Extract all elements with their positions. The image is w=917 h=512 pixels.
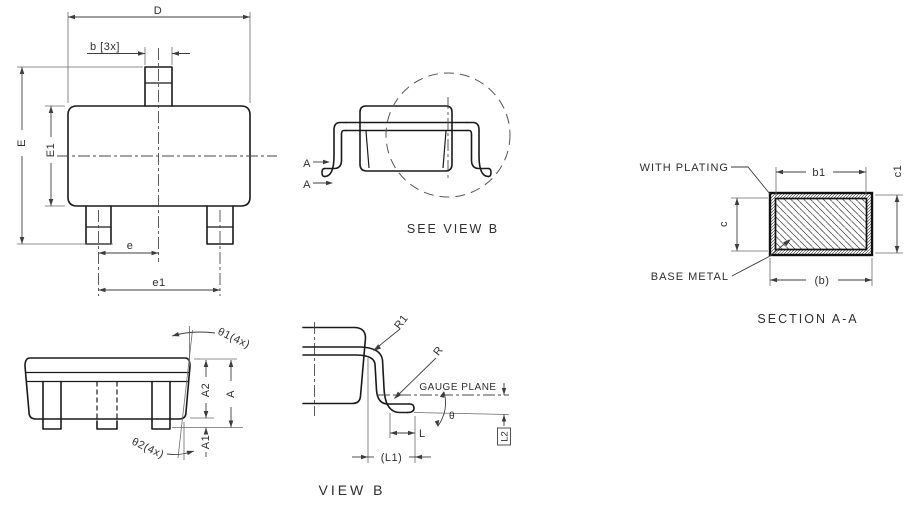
section-aa: b1 c1 c (b) WITH PLATING BASE METAL SECT… — [640, 162, 904, 326]
dim-label-L: L — [419, 428, 426, 440]
see-view-b-caption: SEE VIEW B — [407, 222, 499, 236]
dim-label-b: b [3x] — [90, 41, 120, 53]
dim-label-e1: e1 — [152, 277, 165, 289]
viewb-lead-outer — [302, 346, 409, 414]
viewb-body-fragment — [302, 326, 367, 405]
dim-label-E: E — [16, 139, 28, 147]
view-b: R1 R GAUGE PLANE θ L2 L (L1) VIEW B — [302, 313, 511, 498]
theta-arc — [437, 391, 446, 427]
base-metal-leader — [731, 239, 790, 277]
side-body-draft-right — [442, 130, 447, 169]
section-arrow-label-top: A — [303, 158, 311, 170]
base-metal-section — [774, 197, 868, 251]
front-left-lead — [42, 380, 62, 430]
dim-label-A: A — [225, 390, 237, 398]
view-b-caption: VIEW B — [318, 482, 385, 498]
front-view: θ1(4x) θ2(4x) A2 A A1 — [24, 326, 252, 461]
top-view: D b [3x] E E1 e e1 — [16, 5, 277, 296]
side-body-outline — [359, 105, 453, 172]
dim-label-theta1: θ1(4x) — [216, 326, 252, 351]
dim-label-R: R — [431, 344, 446, 358]
dim-label-L2: L2 — [500, 431, 511, 442]
with-plating-label: WITH PLATING — [640, 162, 729, 174]
dim-label-e: e — [127, 240, 134, 252]
dim-label-theta: θ — [449, 411, 455, 422]
package-body-outline — [67, 105, 251, 207]
side-left-lead-inner — [323, 129, 347, 170]
dim-label-E1: E1 — [45, 143, 57, 157]
gauge-plane-label: GAUGE PLANE — [419, 382, 496, 393]
dim-label-c: c — [718, 221, 730, 227]
front-right-lead — [151, 380, 171, 430]
dim-label-L1: (L1) — [381, 452, 403, 464]
dim-label-b-ref: (b) — [815, 275, 830, 287]
top-lead-outline — [144, 66, 173, 107]
dim-label-D: D — [154, 5, 162, 17]
section-arrow-label-bottom: A — [303, 179, 311, 191]
dim-label-A1: A1 — [200, 435, 212, 449]
bottom-right-lead-outline — [206, 205, 234, 245]
dim-box-L2 — [497, 427, 511, 446]
dim-label-theta2: θ2(4x) — [130, 436, 166, 461]
side-left-lead-tip — [321, 167, 326, 178]
front-middle-lead-tip — [96, 420, 118, 430]
side-body-draft-left — [365, 130, 370, 169]
front-body-outline — [24, 357, 191, 420]
dim-label-R1: R1 — [392, 313, 411, 332]
base-metal-label: BASE METAL — [651, 271, 729, 283]
foot-bottom-extension — [413, 412, 510, 415]
side-right-lead-inner — [466, 129, 490, 170]
side-left-lead-outer — [323, 121, 347, 178]
view-b-detail-circle — [385, 72, 511, 198]
side-right-lead-outer — [466, 121, 490, 178]
side-view: A A SEE VIEW B — [303, 72, 511, 236]
dim-label-A2: A2 — [200, 383, 212, 397]
side-right-lead-tip — [487, 167, 492, 178]
with-plating-leader — [731, 166, 771, 195]
dim-label-b1: b1 — [812, 167, 825, 179]
viewb-lead-tip — [406, 403, 415, 414]
dim-label-c1: c1 — [892, 165, 904, 178]
section-aa-caption: SECTION A-A — [757, 312, 858, 326]
viewb-lead-inner — [302, 354, 411, 405]
